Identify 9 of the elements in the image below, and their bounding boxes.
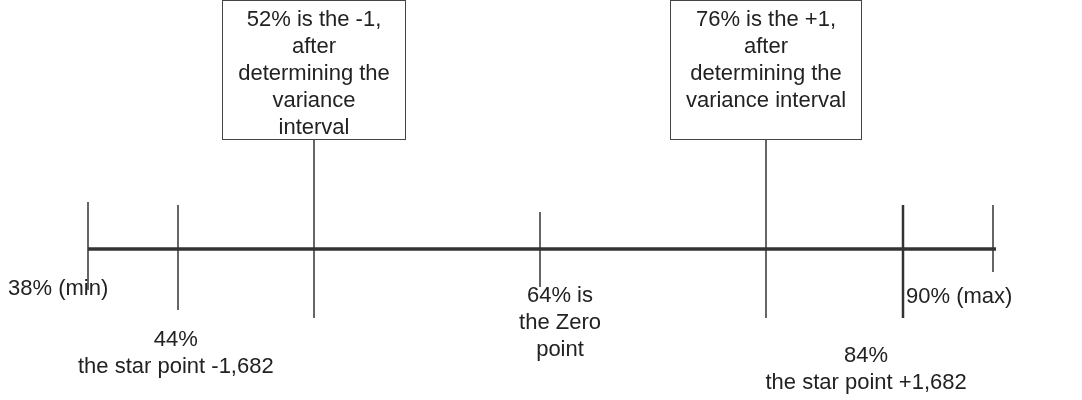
tick-label: 38% (min): [8, 274, 109, 301]
leader-line: [765, 139, 767, 319]
leader-line: [313, 139, 315, 319]
callout-box: 52% is the -1, after determining the variance interval: [222, 0, 406, 140]
tick-label: 64% is the Zero point: [518, 281, 602, 362]
tick-label: 44% the star point -1,682: [78, 325, 274, 379]
tick-label: 90% (max): [906, 282, 1013, 309]
tick-label: 84% the star point +1,682: [765, 341, 967, 395]
callout-box: 76% is the +1, after determining the variance interval: [670, 0, 862, 140]
